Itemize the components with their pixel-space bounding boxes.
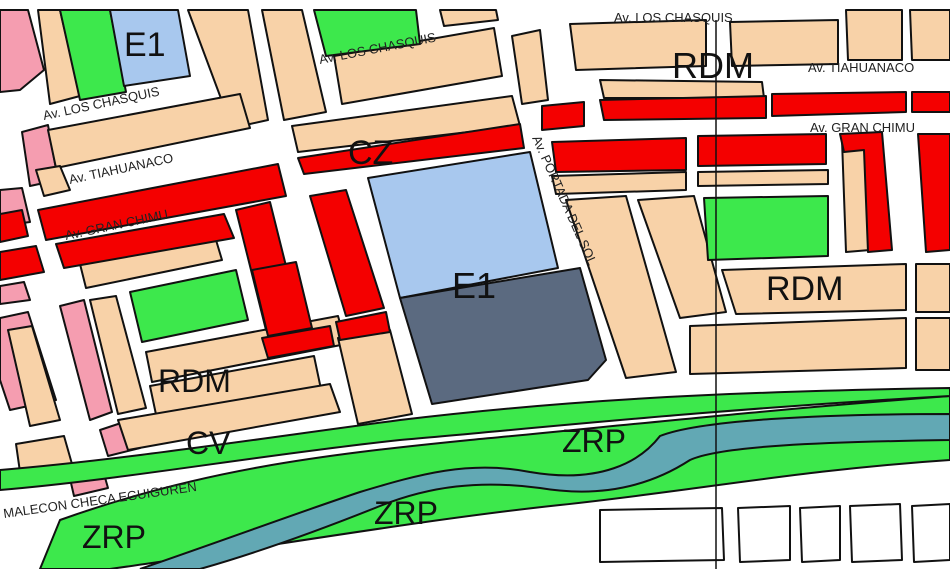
commercial-blocks [0,91,950,359]
zone-label-zrp-center: ZRP [374,495,438,531]
street-label-tiahuanaco-right: Av. TIAHUANACO [808,60,914,75]
zone-label-cz: CZ [348,134,393,172]
zone-label-rdm-top: RDM [672,45,754,86]
south-blocks [599,503,950,563]
zone-label-rdm-right: RDM [766,270,843,308]
zone-label-cv: CV [186,425,231,461]
street-label-gran-chimu-right: Av. GRAN CHIMU [810,120,915,135]
street-label-los-chasquis-top: Av. LOS CHASQUIS [614,10,733,25]
zone-label-zrp-left: ZRP [82,519,146,555]
green-blocks [59,9,829,343]
zone-label-zrp-right: ZRP [562,423,626,459]
river-corridor [0,386,950,569]
zone-label-e1-top: E1 [124,26,166,64]
education-blocks [109,9,607,405]
residential-blocks [7,9,950,473]
zone-label-rdm-left: RDM [158,363,231,399]
zone-labels: E1 RDM CZ E1 RDM RDM CV ZRP ZRP ZRP [82,26,843,555]
zone-label-e1-center: E1 [452,265,496,306]
